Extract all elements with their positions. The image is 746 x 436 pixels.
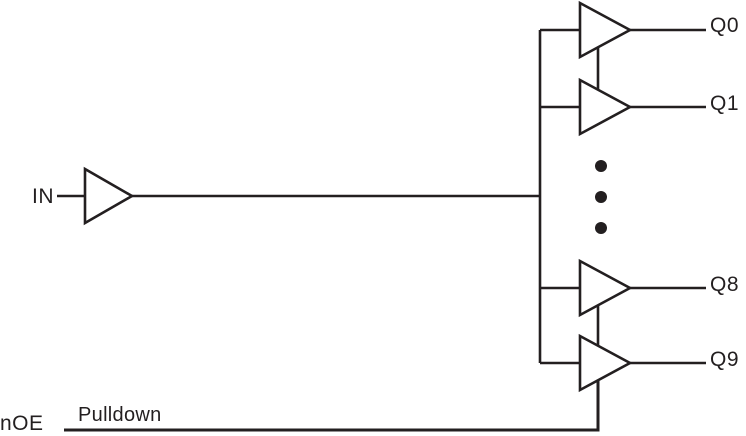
ellipsis-dot [595, 222, 607, 234]
output-buffer-q8: Q8 [540, 258, 739, 318]
ellipsis-vertical-icon [595, 160, 607, 234]
output-buffer-q9: Q9 [540, 333, 739, 393]
input-buffer-stage: IN [32, 166, 540, 226]
output-buffer-q0: Q0 [540, 0, 739, 60]
q8-buffer-icon [578, 258, 633, 318]
input-net-label: IN [32, 185, 54, 208]
ellipsis-dot [595, 160, 607, 172]
enable-pulldown-wire [64, 380, 600, 432]
pulldown-annotation: Pulldown [78, 404, 162, 426]
q9-buffer-icon [578, 333, 633, 393]
q0-output-label: Q0 [710, 14, 739, 37]
q1-output-label: Q1 [710, 92, 739, 115]
q0-buffer-icon [578, 0, 633, 60]
enable-net: nOE Pulldown [0, 47, 600, 435]
enable-net-label: nOE [0, 412, 44, 435]
output-buffer-q1: Q1 [540, 77, 739, 137]
q9-output-label: Q9 [710, 348, 739, 371]
input-buffer-icon [83, 166, 135, 226]
q1-buffer-icon [578, 77, 633, 137]
q8-output-label: Q8 [710, 273, 739, 296]
ellipsis-dot [595, 191, 607, 203]
